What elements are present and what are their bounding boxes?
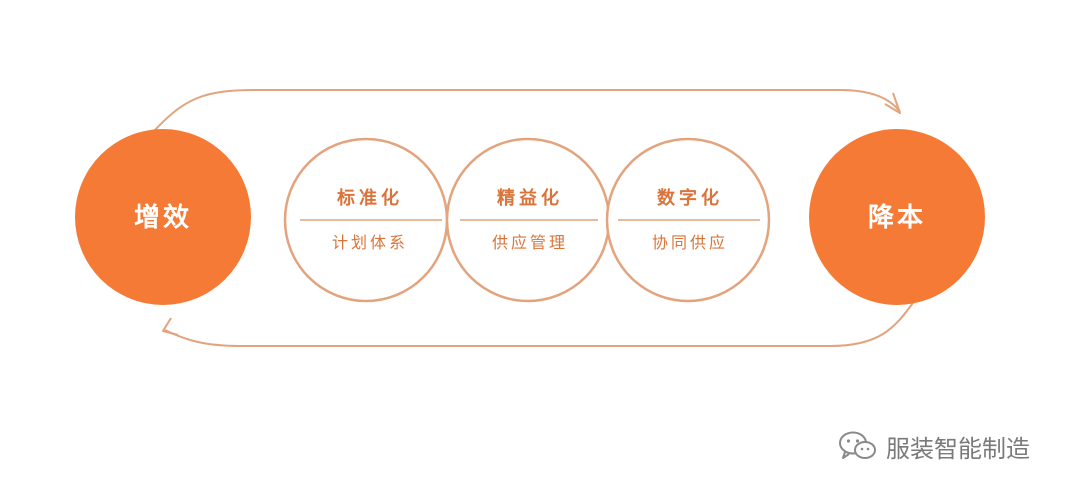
watermark: 服装智能制造 xyxy=(838,428,1030,464)
bottom-cycle-arrow xyxy=(164,299,916,347)
wechat-icon xyxy=(839,431,876,459)
stage-title: 数字化 xyxy=(657,187,723,209)
stage-subtitle: 供应管理 xyxy=(492,233,568,252)
left-node-label: 增效 xyxy=(134,202,192,233)
stage-standardization: 标准化 计划体系 xyxy=(283,137,449,303)
left-node-circle xyxy=(75,129,251,305)
top-arrowhead-icon xyxy=(884,92,901,114)
right-node-label: 降本 xyxy=(868,203,926,233)
stage-subtitle: 协同供应 xyxy=(652,233,728,252)
stage-title: 标准化 xyxy=(336,187,403,209)
stage-title: 精益化 xyxy=(497,187,563,209)
stage-digitalization: 数字化 协同供应 xyxy=(605,137,771,303)
stage-lean: 精益化 供应管理 xyxy=(445,137,611,303)
bottom-arrowhead-icon xyxy=(162,317,179,336)
top-cycle-arrow xyxy=(154,89,901,131)
watermark-text: 服装智能制造 xyxy=(886,434,1030,463)
right-node-circle xyxy=(809,129,985,305)
stage-subtitle: 计划体系 xyxy=(332,233,408,252)
